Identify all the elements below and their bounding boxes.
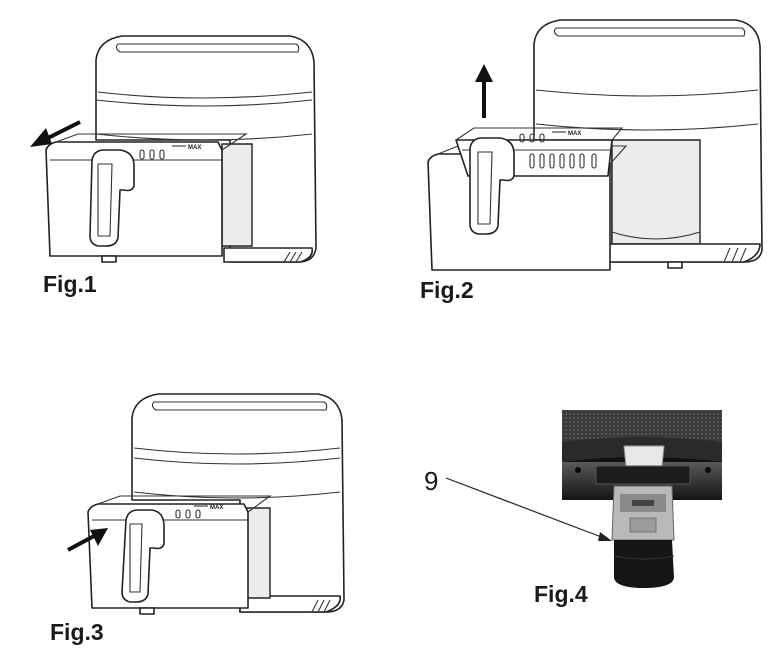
fig4-label: Fig.4 bbox=[534, 581, 588, 607]
push-arrow-icon bbox=[67, 528, 108, 552]
fig2-label: Fig.2 bbox=[420, 277, 474, 303]
fig4-callout-number: 9 bbox=[424, 466, 438, 496]
fig3-label: Fig.3 bbox=[50, 619, 104, 645]
fig1-max-mark: MAX bbox=[188, 145, 201, 151]
fig1-label: Fig.1 bbox=[43, 271, 97, 297]
lift-arrow-icon bbox=[475, 64, 493, 118]
fig3-airfryer-drawer-inserted: MAX bbox=[67, 393, 345, 615]
fig1-airfryer-drawer-pulled: MAX bbox=[30, 35, 317, 263]
fig4-photo-part-closeup bbox=[562, 410, 722, 588]
pull-arrow-icon bbox=[30, 120, 81, 147]
callout-leader-line bbox=[445, 477, 612, 541]
fig2-airfryer-basket-lifted: MAX bbox=[427, 19, 763, 271]
fig3-max-mark: MAX bbox=[210, 505, 223, 511]
fig2-max-mark: MAX bbox=[568, 131, 581, 137]
